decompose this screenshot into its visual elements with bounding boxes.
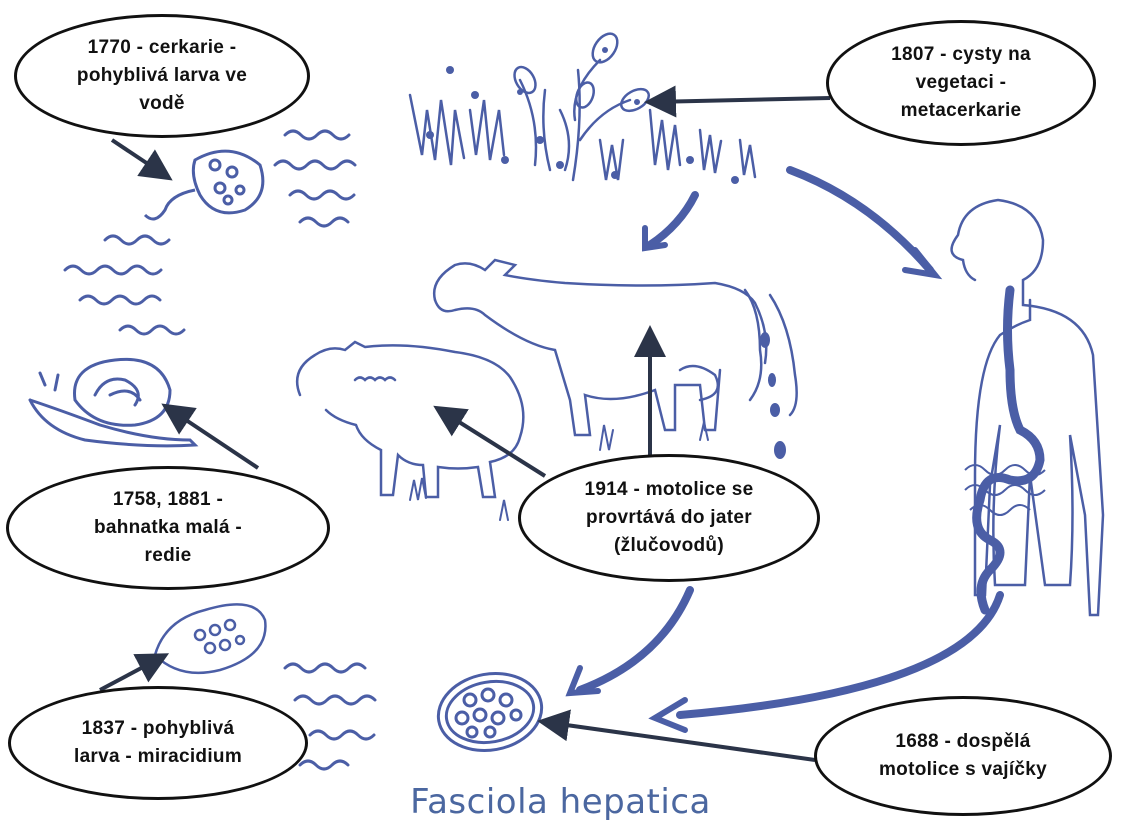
diagram-title: Fasciola hepatica (0, 782, 1121, 822)
cyst-dots (426, 47, 739, 184)
label-redia: 1758, 1881 - bahnatka malá - redie (6, 466, 330, 590)
label-adult-text: 1688 - dospělá motolice s vajíčky (879, 728, 1047, 784)
cow-drawing (434, 260, 797, 435)
snail-drawing (30, 359, 195, 445)
label-liver-text: 1914 - motolice se provrtává do jater (ž… (584, 476, 753, 560)
miracidium-drawing (155, 604, 265, 672)
label-redia-text: 1758, 1881 - bahnatka malá - redie (94, 486, 242, 570)
cercaria-drawing (145, 151, 263, 219)
pointer-arrows (100, 98, 830, 760)
label-metacercaria-text: 1807 - cysty na vegetaci - metacerkarie (891, 41, 1031, 125)
grass-with-cysts (410, 29, 755, 180)
label-liver: 1914 - motolice se provrtává do jater (ž… (518, 454, 820, 582)
label-cercaria-text: 1770 - cerkarie - pohyblivá larva ve vod… (77, 34, 247, 118)
label-miracidium-text: 1837 - pohyblivá larva - miracidium (74, 715, 242, 771)
label-cercaria: 1770 - cerkarie - pohyblivá larva ve vod… (14, 14, 310, 138)
label-metacercaria: 1807 - cysty na vegetaci - metacerkarie (826, 20, 1096, 146)
egg-drawing (432, 666, 548, 759)
sheep-drawing (297, 342, 523, 497)
cow-spots (760, 332, 786, 485)
human-drawing (952, 200, 1103, 615)
